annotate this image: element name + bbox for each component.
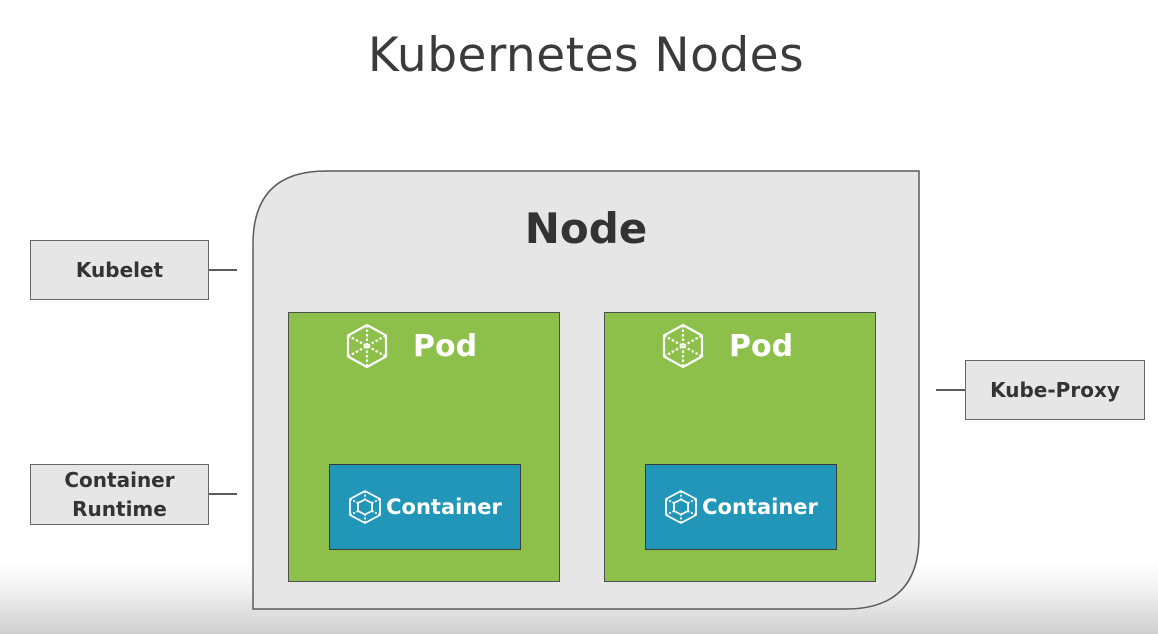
kubelet-connector-line bbox=[209, 269, 237, 271]
container-box: Container bbox=[645, 464, 837, 550]
pod-header: Pod bbox=[345, 323, 477, 369]
kubelet-box: Kubelet bbox=[30, 240, 209, 300]
cube-icon bbox=[349, 490, 382, 524]
page-title: Kubernetes Nodes bbox=[367, 28, 805, 83]
kubelet-label: Kubelet bbox=[75, 257, 164, 282]
container-runtime-connector-line bbox=[209, 493, 237, 495]
pod-label: Pod bbox=[729, 328, 794, 364]
cube-icon bbox=[665, 490, 698, 524]
node-label: Node bbox=[524, 204, 648, 253]
pod-box: Pod Container bbox=[288, 312, 560, 582]
container-runtime-label: Container Runtime bbox=[64, 467, 175, 521]
kube-proxy-connector-line bbox=[936, 389, 965, 391]
pod-label: Pod bbox=[413, 328, 478, 364]
cube-icon bbox=[346, 323, 388, 369]
kube-proxy-label: Kube-Proxy bbox=[990, 377, 1120, 402]
container-label: Container bbox=[386, 495, 502, 519]
container-box: Container bbox=[329, 464, 521, 550]
pod-box: Pod Container bbox=[604, 312, 876, 582]
container-runtime-box: Container Runtime bbox=[30, 464, 209, 525]
pod-header: Pod bbox=[661, 323, 793, 369]
container-label: Container bbox=[702, 495, 818, 519]
kube-proxy-box: Kube-Proxy bbox=[965, 360, 1145, 420]
cube-icon bbox=[662, 323, 704, 369]
